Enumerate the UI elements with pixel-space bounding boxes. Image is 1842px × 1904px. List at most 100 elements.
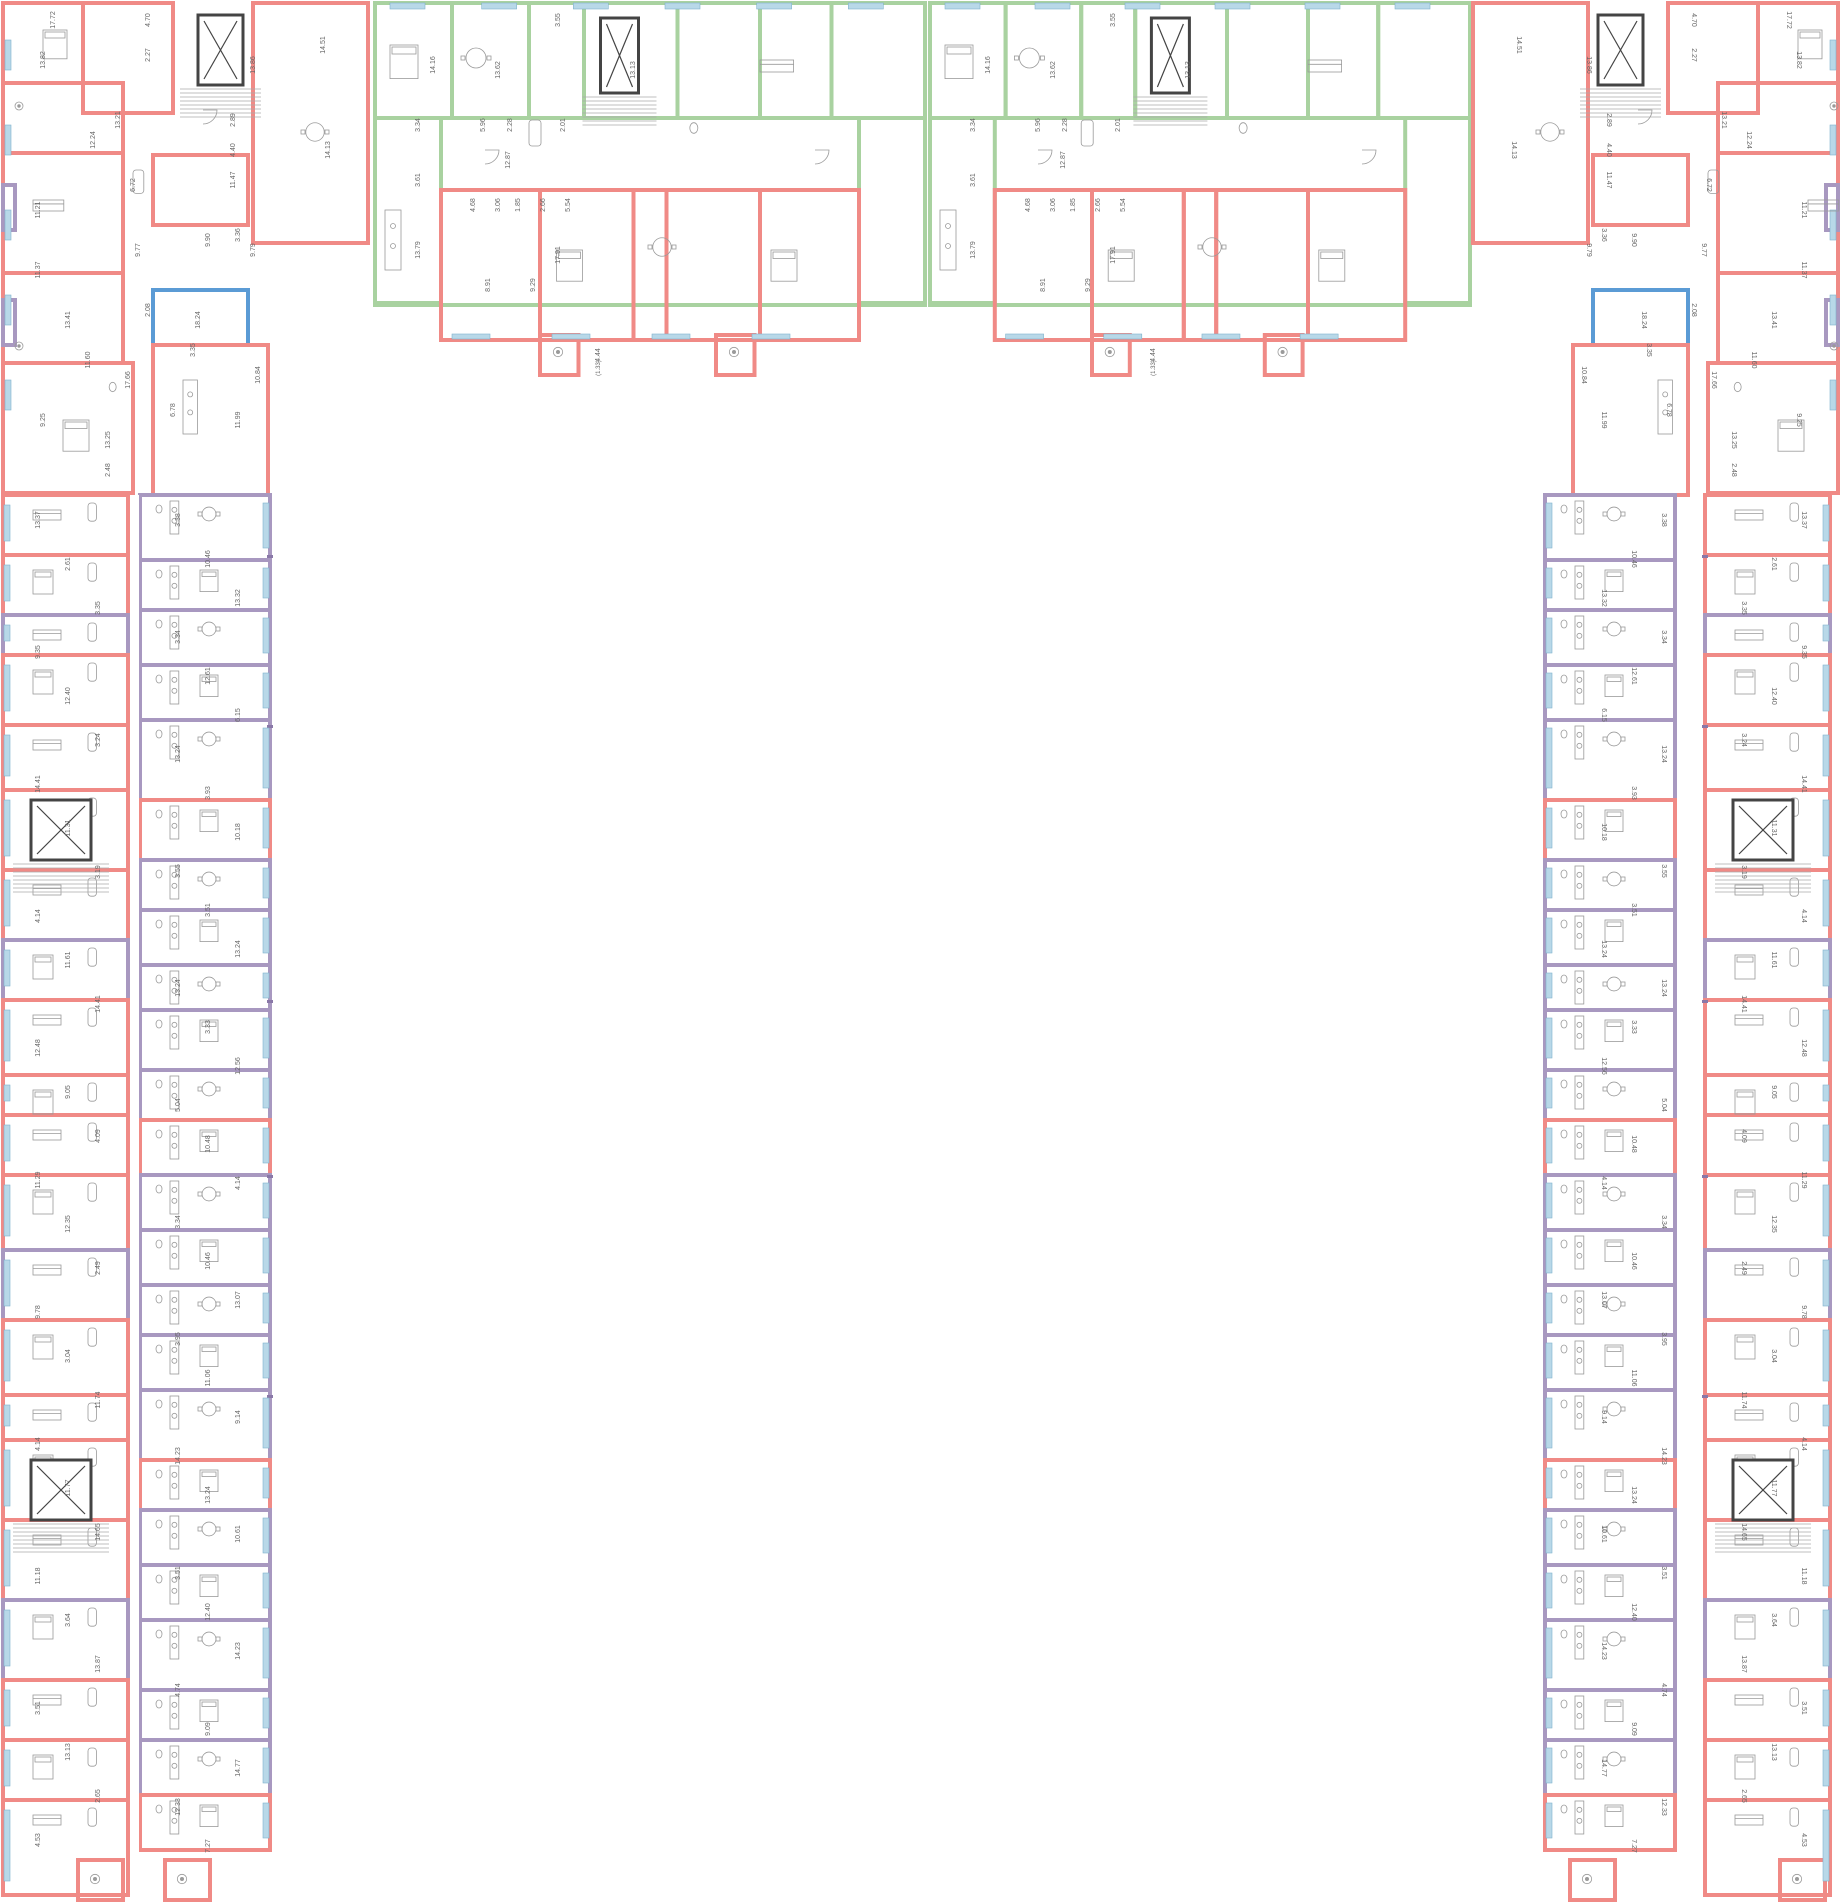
bathtub-icon: [87, 947, 97, 967]
window: [3, 949, 11, 987]
sofa-icon: [32, 1409, 62, 1421]
area-label: 12.87: [505, 151, 512, 169]
door-arc: [814, 149, 830, 165]
counter: [384, 209, 402, 271]
counter: [1574, 1745, 1585, 1780]
tub: [1789, 1747, 1799, 1767]
area-label: 12.48: [35, 1039, 42, 1057]
chair: [1602, 1526, 1608, 1532]
window: [3, 564, 11, 602]
toilet-bowl: [1560, 974, 1568, 984]
toilet-icon: [155, 809, 163, 819]
window: [262, 1077, 270, 1109]
chair: [215, 1301, 221, 1307]
plant-pot: [728, 346, 740, 358]
area-label: 9.05: [65, 1085, 72, 1099]
sofa-body: [1734, 1129, 1764, 1141]
bed-frame: [199, 809, 219, 833]
window: [1214, 2, 1251, 10]
area-label: 11.47: [1605, 172, 1612, 189]
toilet-bowl: [1560, 809, 1568, 819]
elevator-shaft-icon: [29, 1458, 93, 1522]
kitchen-counter-icon: [169, 725, 180, 760]
bed-icon: [32, 669, 54, 695]
walls: [131, 495, 1708, 1895]
kitchen-counter-icon: [169, 865, 180, 900]
bed-pillow: [1606, 1346, 1622, 1352]
area-label: 7.27: [1630, 1839, 1637, 1853]
window: [262, 972, 270, 999]
tub: [1080, 119, 1094, 147]
area-label: 18.24: [195, 311, 202, 329]
table-top: [305, 122, 325, 142]
kitchen-counter-icon: [169, 1180, 180, 1215]
toilet-bowl: [1560, 1699, 1568, 1709]
bathtub-icon: [1789, 1607, 1799, 1627]
window: [1822, 1689, 1830, 1727]
toilet-bowl: [1560, 619, 1568, 629]
window: [1822, 564, 1830, 602]
toilet-bowl: [155, 1469, 163, 1479]
plant-icon: [1277, 346, 1288, 358]
window: [1545, 502, 1553, 549]
bed-frame: [556, 249, 583, 282]
door-swing-icon: [484, 149, 500, 165]
area-label: 9.29: [530, 278, 537, 292]
bed-pillow: [201, 676, 217, 682]
wall: [267, 555, 273, 558]
plant-icon: [1829, 341, 1839, 351]
counter: [1574, 670, 1585, 705]
stair-elevator-cores: [13, 13, 1811, 1553]
chair: [1014, 55, 1019, 61]
bed-pillow: [946, 46, 972, 55]
window: [1005, 333, 1044, 340]
area-label: 12.56: [1600, 1057, 1607, 1075]
bed-pillow: [1736, 671, 1754, 678]
bed-frame: [1604, 1699, 1624, 1723]
area-label: 3.95: [1660, 1332, 1667, 1346]
window: [1822, 1084, 1830, 1102]
kitchen-counter-icon: [169, 1395, 180, 1430]
bathtub-icon: [1789, 662, 1799, 682]
hob: [171, 932, 178, 939]
area-label: 13.21: [1720, 111, 1727, 129]
toilet-bowl: [155, 1019, 163, 1029]
bed-icon: [1604, 1574, 1624, 1598]
bed-pillow: [34, 1616, 52, 1623]
window: [1822, 1809, 1830, 1882]
plant-leaf: [732, 350, 736, 354]
sofa-body: [1734, 739, 1764, 751]
tub: [87, 732, 97, 752]
bed-icon: [32, 569, 54, 595]
bathtub-icon: [1789, 1007, 1799, 1027]
toilet-icon: [1560, 1399, 1568, 1409]
area-label: 10.46: [205, 550, 212, 568]
chair: [1620, 1086, 1626, 1092]
area-label: 3.34: [1660, 630, 1667, 644]
bed-frame: [1318, 249, 1346, 282]
hob: [1576, 1081, 1583, 1088]
bed-pillow: [34, 1336, 52, 1343]
bed-frame: [1734, 1614, 1756, 1640]
area-label: 13.24: [1600, 940, 1607, 958]
tub: [87, 1327, 97, 1347]
hob: [171, 582, 178, 589]
window: [3, 1809, 11, 1882]
bed-frame: [32, 1189, 54, 1215]
area-label: 4.14: [35, 1437, 42, 1451]
bed-icon: [199, 1344, 219, 1368]
toilet-icon: [155, 869, 163, 879]
chair: [215, 1191, 221, 1197]
counter: [169, 805, 180, 840]
hob: [171, 1642, 178, 1649]
chair: [215, 1526, 221, 1532]
counter: [169, 1340, 180, 1375]
counter: [169, 1180, 180, 1215]
area-label: 3.06: [1050, 198, 1057, 212]
toilet-icon: [155, 504, 163, 514]
toilet-bowl: [1560, 504, 1568, 514]
door-swing-icon: [814, 149, 830, 165]
toilet-icon: [155, 569, 163, 579]
area-label: 14.23: [1660, 1447, 1667, 1465]
toilet-bowl: [155, 1239, 163, 1249]
